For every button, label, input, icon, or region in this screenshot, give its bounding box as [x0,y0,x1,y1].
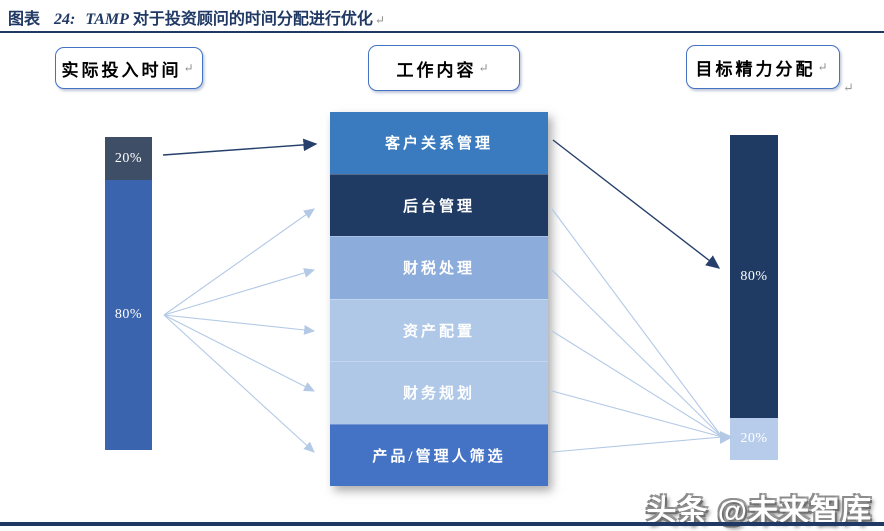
header-label: 实际投入时间 [61,60,182,80]
paragraph-return-icon: ↵ [374,13,385,27]
header-box-actual-time: 实际投入时间↵ [55,47,203,89]
work-item-product-manager-screening: 产品/管理人筛选 [330,423,548,486]
figure-label: 图表 [8,11,41,28]
actual-time-segment-80: 80% [105,180,152,450]
target-segment-80: 80% [730,135,778,418]
work-item-back-office: 后台管理 [330,173,548,236]
work-item-tax-processing: 财税处理 [330,236,548,299]
work-item-financial-planning: 财务规划 [330,361,548,424]
figure-number: 24: [54,11,76,28]
figure-title-text: 对于投资顾问的时间分配进行优化 [132,11,373,28]
header-box-target-allocation: 目标精力分配↵ [686,45,840,89]
paragraph-return-icon: ↵ [817,59,831,74]
header-label: 目标精力分配 [695,59,816,79]
bottom-border-rule [0,522,884,526]
work-content-stack: 客户关系管理 后台管理 财税处理 资产配置 财务规划 产品/管理人筛选 [330,112,548,486]
paragraph-return-icon: ↵ [183,60,197,75]
actual-time-segment-20: 20% [105,137,152,180]
work-item-asset-allocation: 资产配置 [330,298,548,361]
figure-keyword: TAMP [85,11,129,28]
target-segment-20: 20% [730,418,778,460]
target-allocation-bar: 80% 20% [730,135,778,460]
title-divider-rule [0,31,884,33]
header-label: 工作内容 [396,60,477,80]
paragraph-return-icon: ↵ [843,80,854,95]
work-item-client-relations: 客户关系管理 [330,112,548,174]
actual-time-bar: 20% 80% [105,137,152,450]
header-box-work-content: 工作内容↵ [368,45,520,91]
paragraph-return-icon: ↵ [478,60,492,75]
